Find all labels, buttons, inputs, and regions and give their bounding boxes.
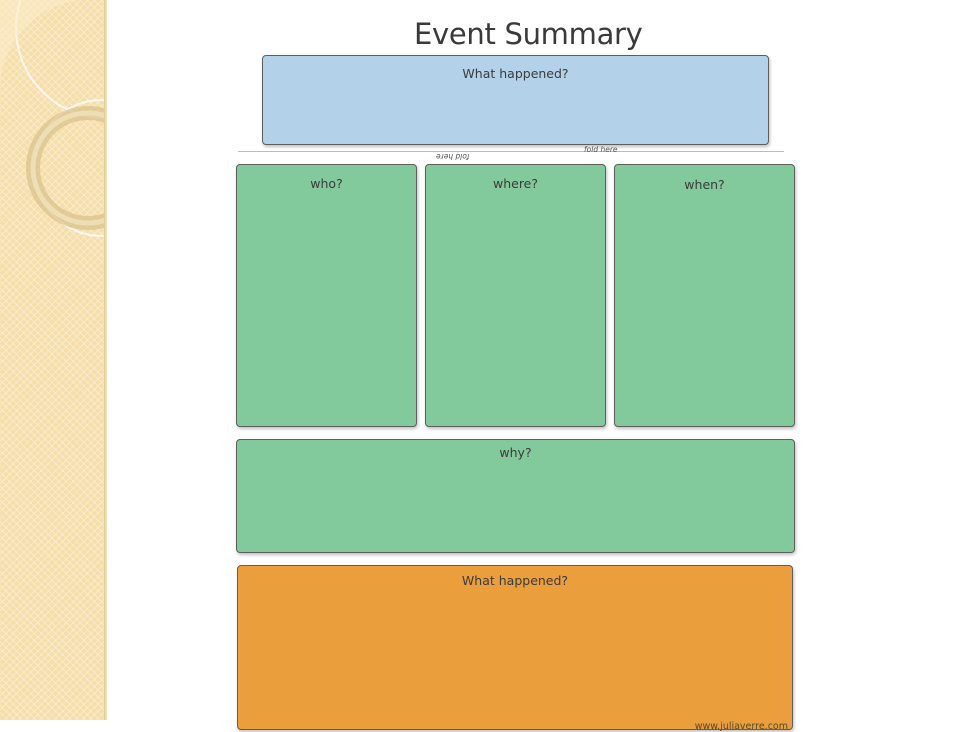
why-box: why? [236,439,795,553]
who-box: who? [236,164,417,427]
what-happened-top-label: What happened? [462,66,569,81]
footer-url: www.juliaverre.com [694,721,788,732]
where-box: where? [425,164,606,427]
fold-line [238,151,784,152]
when-box: when? [614,164,795,427]
when-label: when? [684,177,725,192]
who-label: who? [310,176,343,191]
sidebar-edge [104,0,107,720]
decorative-circles [0,0,104,237]
page-title: Event Summary [414,17,643,51]
decorative-sidebar [0,0,104,720]
what-happened-bottom-box: What happened? www.juliaverre.com [237,565,793,732]
fold-text: fold here [584,145,618,154]
what-happened-top-box: What happened? [262,55,769,145]
fold-text-upside-down: fold here [436,152,470,161]
where-label: where? [492,176,539,191]
what-happened-bottom-label: What happened? [461,573,569,588]
why-label: why? [499,445,532,460]
